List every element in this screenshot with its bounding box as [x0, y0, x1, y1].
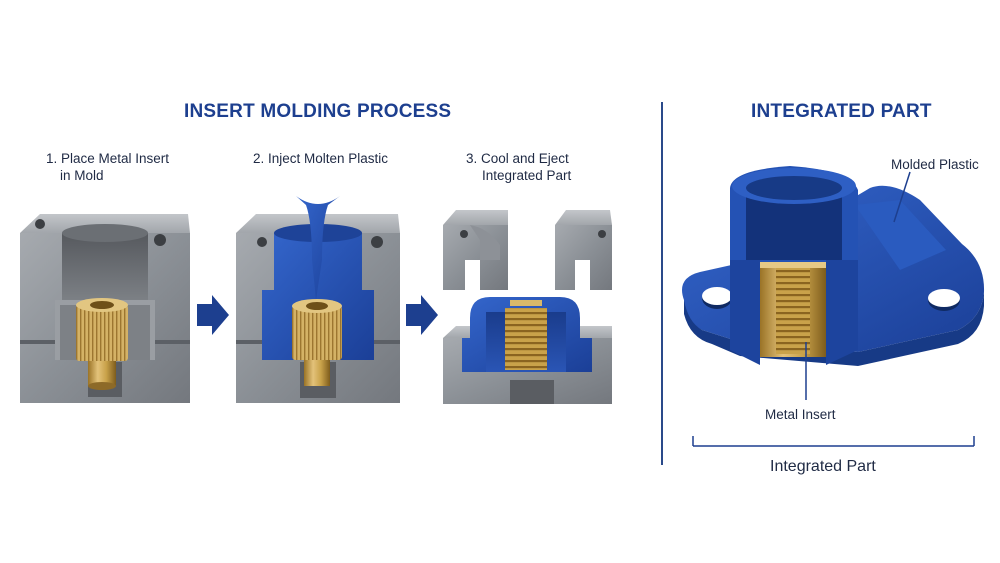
- mold-step-1: [20, 214, 190, 403]
- step-2-line1: 2. Inject Molten Plastic: [253, 151, 389, 166]
- integrated-part-caption: Integrated Part: [770, 458, 876, 475]
- step-3-label: 3. Cool and Eject Integrated Part: [466, 150, 571, 184]
- step-3-line2: Integrated Part: [482, 168, 572, 183]
- arrow-right-icon: [406, 295, 438, 335]
- arrow-right-icon: [197, 295, 229, 335]
- step-1-line2: in Mold: [60, 168, 104, 183]
- process-title: INSERT MOLDING PROCESS: [184, 101, 452, 122]
- mold-step-2: [236, 196, 400, 403]
- metal-insert-label: Metal Insert: [765, 407, 836, 422]
- molded-plastic-pointer: [893, 171, 911, 223]
- step-2-label: 2. Inject Molten Plastic: [253, 150, 388, 167]
- molded-plastic-label: Molded Plastic: [891, 157, 979, 172]
- integrated-part-illustration: [682, 166, 985, 366]
- step-1-label: 1. Place Metal Insert in Mold: [46, 150, 169, 184]
- step-3-line1: 3. Cool and Eject: [466, 151, 569, 166]
- step-1-line1: 1. Place Metal Insert: [46, 151, 170, 166]
- section-divider: [661, 102, 663, 465]
- mold-step-3: [443, 210, 612, 404]
- integrated-part-bracket: [692, 436, 975, 447]
- part-title: INTEGRATED PART: [751, 101, 932, 122]
